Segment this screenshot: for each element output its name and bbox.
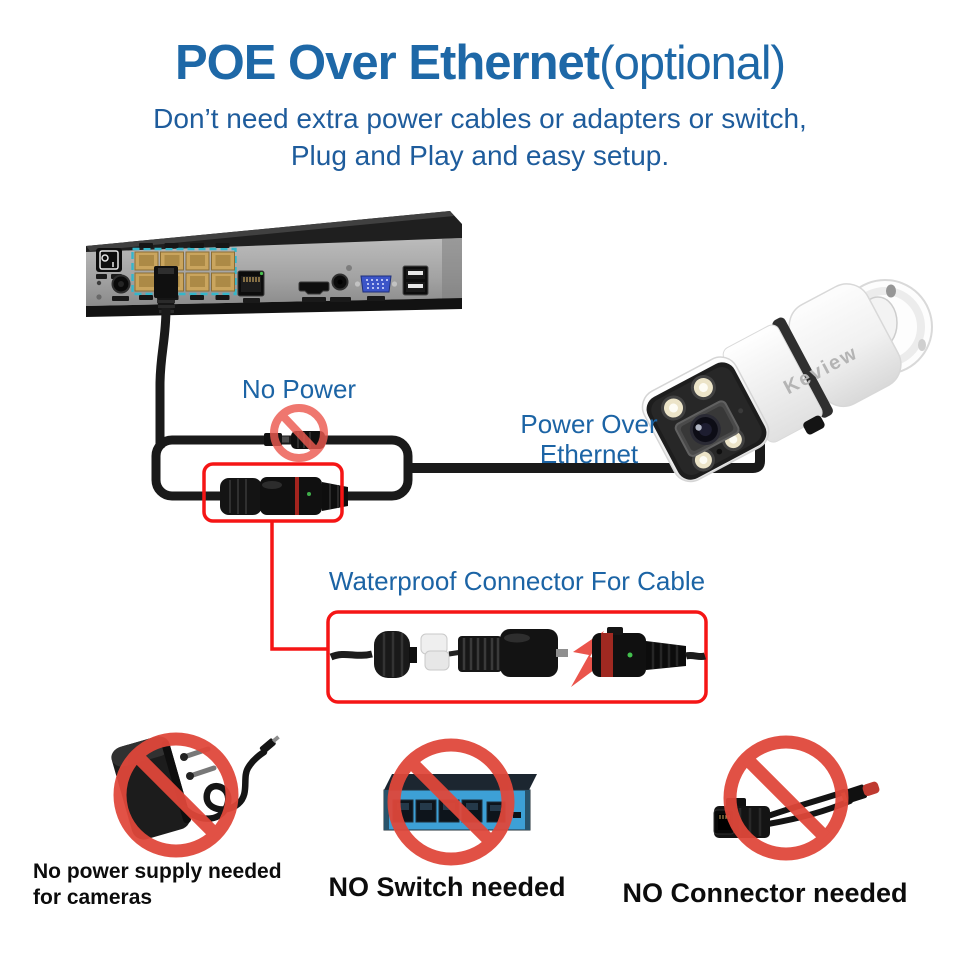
nvr-usb-ports	[402, 265, 429, 296]
title-suffix: (optional)	[599, 36, 786, 89]
nvr-device	[86, 211, 462, 317]
poe-label-line-1: Power Over	[520, 409, 658, 439]
power-adapter-prohibited-icon	[111, 732, 280, 858]
nvr-vga-port	[354, 275, 398, 301]
prohibition-circle	[113, 732, 239, 858]
nvr-poe-ports	[131, 243, 237, 300]
no-power-prohibition-icon	[270, 404, 328, 462]
subtitle-line-1: Don’t need extra power cables or adapter…	[153, 103, 807, 134]
benefit-label-no-power-supply: No power supply needed for cameras	[33, 859, 313, 911]
benefit-label-no-connector: NO Connector needed	[622, 878, 908, 908]
camera-cable-gland	[803, 415, 825, 435]
power-over-ethernet-label: Power Over Ethernet	[489, 409, 689, 469]
prohibition-circle	[723, 735, 849, 861]
subtitle-line-2: Plug and Play and easy setup.	[290, 140, 670, 171]
page-subtitle: Don’t need extra power cables or adapter…	[0, 100, 960, 174]
prohibition-circle	[387, 738, 515, 866]
page-title: POE Over Ethernet(optional)	[0, 36, 960, 102]
nvr-hdmi-port	[298, 281, 330, 302]
no-power-label: No Power	[241, 374, 357, 404]
waterproof-connector-label: Waterproof Connector For Cable	[328, 566, 706, 596]
poe-connector-prohibited-icon	[713, 735, 880, 861]
dc-plug-tip	[259, 735, 280, 754]
poe-label-line-2: Ethernet	[539, 439, 639, 469]
benefit-1-line-1: No power supply needed	[33, 860, 282, 883]
waterproof-connector-inline	[220, 477, 348, 515]
title-main: POE Over Ethernet	[174, 36, 600, 90]
rj45-plug-end	[840, 781, 880, 803]
camera-device: Keview	[641, 283, 902, 483]
camera-lens	[674, 400, 744, 457]
nvr-lan-port	[237, 270, 265, 303]
assembly-arrow-icon	[571, 631, 606, 687]
waterproof-detail-box	[326, 610, 708, 704]
benefit-1-line-2: for cameras	[33, 886, 153, 909]
nvr-audio-jack	[330, 265, 352, 302]
poe-port-grid	[134, 243, 235, 300]
nvr-dc-jack	[111, 274, 131, 301]
waterproof-leader-line	[270, 521, 327, 651]
network-switch-prohibited-icon	[383, 738, 537, 866]
benefit-label-no-switch: NO Switch needed	[328, 872, 566, 902]
